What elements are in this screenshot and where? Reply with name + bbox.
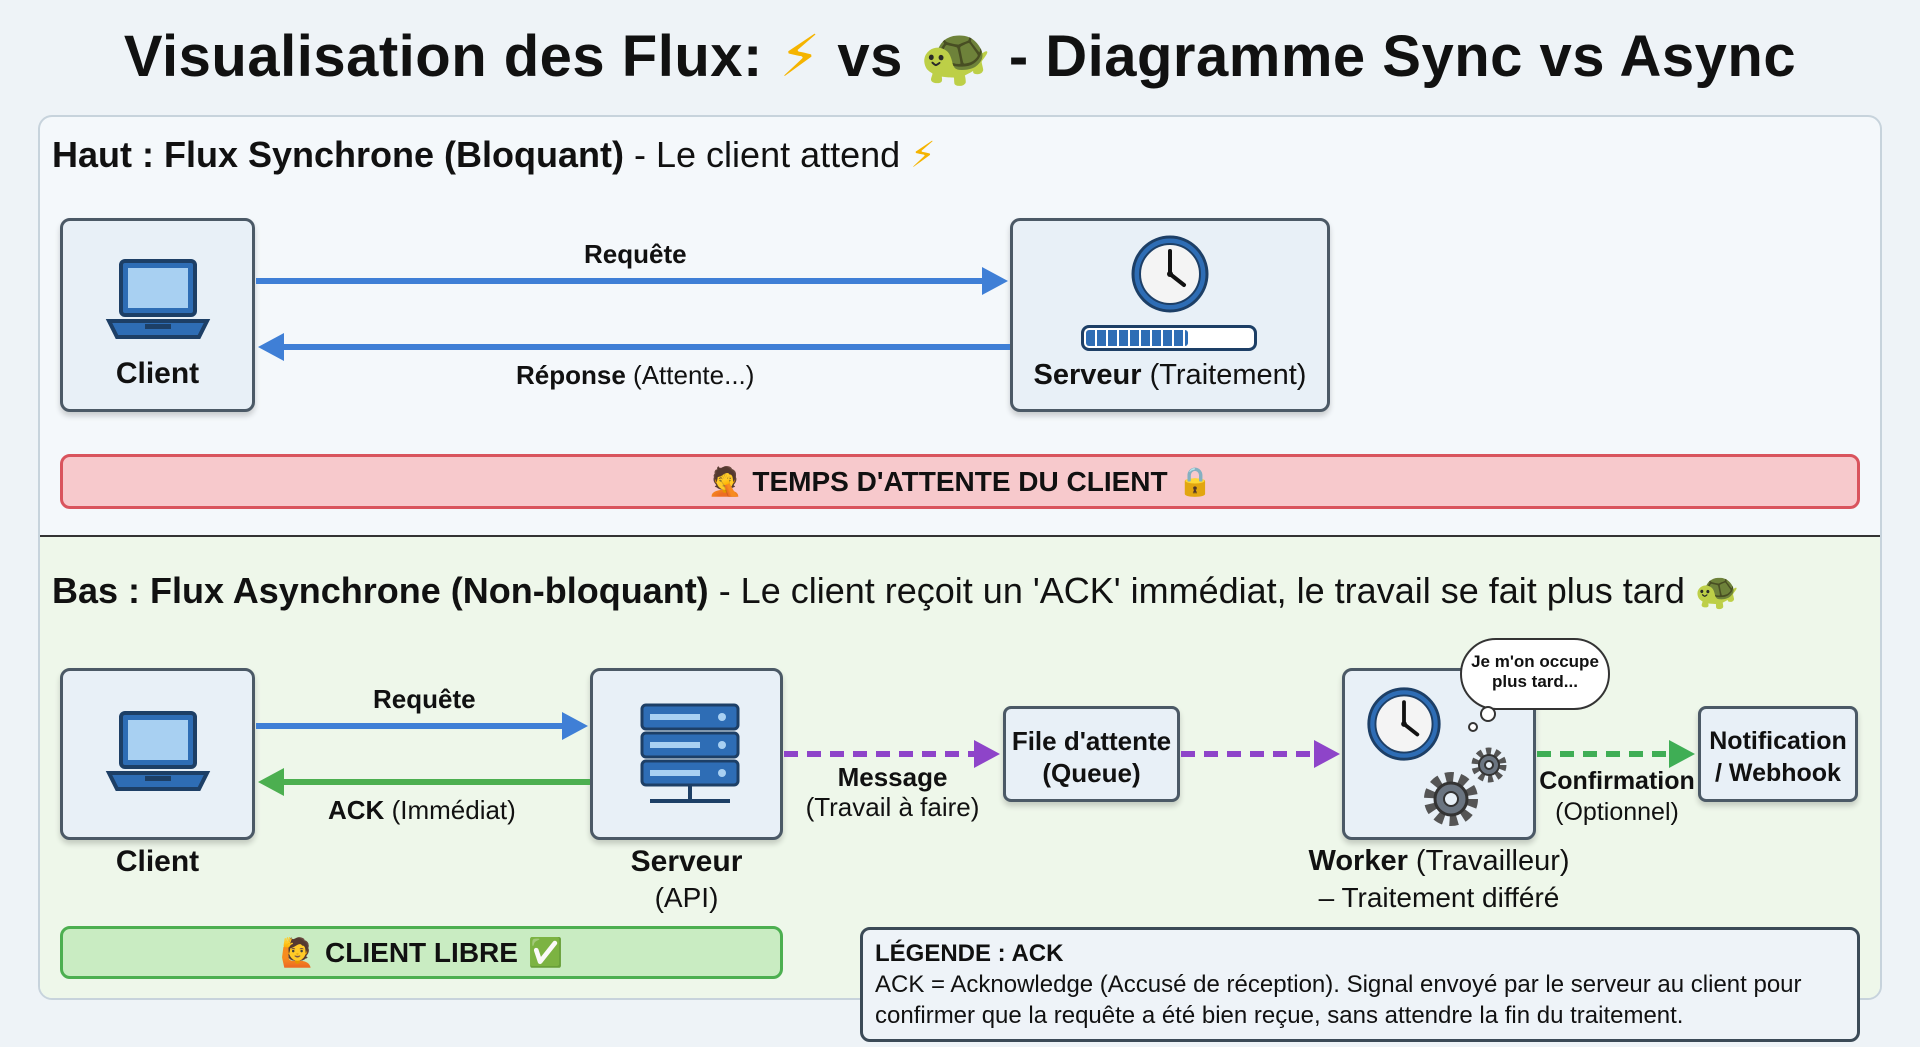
server-icon: [640, 703, 740, 803]
async-server-label: Serveur: [630, 845, 743, 878]
progress-bar-fill: [1086, 330, 1188, 346]
sync-client-label: Client: [115, 357, 200, 390]
async-request-label: Requête: [373, 684, 476, 714]
thought-bubble-dot: [1468, 722, 1478, 732]
legend-text: ACK = Acknowledge (Accusé de réception).…: [875, 971, 1802, 1029]
notification-node: Notification / Webhook: [1698, 706, 1858, 802]
async-section-background: [40, 537, 1880, 998]
client-wait-text: TEMPS D'ATTENTE DU CLIENT: [752, 465, 1168, 497]
person-raising-hand-icon: 🙋: [280, 936, 316, 969]
progress-bar: [1081, 325, 1257, 351]
facepalm-icon: 🤦: [707, 465, 743, 498]
async-client-label: Client: [115, 845, 200, 878]
async-server-node: [590, 668, 783, 840]
section-divider: [40, 535, 1880, 537]
message-label: Message (Travail à faire): [805, 762, 980, 822]
sync-title-rest: - Le client attend: [634, 134, 901, 175]
title-vs: vs: [837, 24, 903, 89]
thought-bubble-dot: [1480, 706, 1496, 722]
ack-label: ACK (Immédiat): [328, 795, 516, 825]
async-server-sublabel: (API): [654, 882, 719, 913]
checkmark-icon: ✅: [527, 936, 563, 969]
sync-server-label: Serveur (Traitement): [1033, 359, 1307, 391]
thought-line-2: plus tard...: [1492, 672, 1578, 691]
sync-client-node: Client: [60, 218, 255, 412]
request-arrowhead: [982, 267, 1008, 295]
async-section-title: Bas : Flux Asynchrone (Non-bloquant) - L…: [52, 570, 1740, 612]
response-arrowhead: [258, 333, 284, 361]
notification-label: Notification / Webhook: [1709, 727, 1847, 787]
sync-response-label: Réponse (Attente...): [516, 360, 755, 390]
title-text-2: - Diagramme Sync vs Async: [1008, 24, 1797, 89]
thought-line-1: Je m'on occupe: [1471, 652, 1599, 671]
sync-section-title: Haut : Flux Synchrone (Bloquant) - Le cl…: [52, 134, 935, 176]
worker-sublabel: – Traitement différé: [1318, 882, 1560, 913]
clock-icon: [1131, 235, 1209, 313]
sync-server-node: Serveur (Traitement): [1010, 218, 1330, 412]
legend-box: LÉGENDE : ACK ACK = Acknowledge (Accusé …: [860, 927, 1860, 1042]
title-text-1: Visualisation des Flux:: [123, 24, 763, 89]
client-wait-banner: 🤦 TEMPS D'ATTENTE DU CLIENT 🔒: [60, 454, 1860, 509]
laptop-icon: [105, 259, 211, 339]
page-title: Visualisation des Flux: ⚡ vs 🐢 - Diagram…: [0, 22, 1920, 91]
legend-title: LÉGENDE : ACK: [875, 940, 1064, 967]
queue-node: File d'attente (Queue): [1003, 706, 1180, 802]
async-title-rest: - Le client reçoit un 'ACK' immédiat, le…: [718, 570, 1685, 611]
lock-icon: 🔒: [1177, 465, 1213, 498]
clock-icon: [1367, 687, 1441, 761]
confirmation-label: Confirmation (Optionnel): [1539, 767, 1695, 826]
turtle-icon: 🐢: [919, 22, 993, 90]
gears-icon: [1424, 747, 1507, 826]
turtle-icon: 🐢: [1694, 571, 1740, 612]
ack-arrowhead: [258, 768, 284, 796]
worker-label: Worker (Travailleur): [1308, 845, 1570, 877]
lightning-icon: ⚡: [779, 22, 821, 90]
confirmation-arrowhead: [1669, 740, 1695, 768]
message-arrowhead: [974, 740, 1000, 768]
async-title-bold: Bas : Flux Asynchrone (Non-bloquant): [52, 570, 709, 611]
lightning-icon: ⚡: [910, 135, 936, 176]
client-free-text: CLIENT LIBRE: [325, 936, 518, 968]
diagram-panel: [38, 115, 1882, 1000]
sync-request-label: Requête: [584, 239, 687, 269]
sync-title-bold: Haut : Flux Synchrone (Bloquant): [52, 134, 624, 175]
queue-to-worker-arrowhead: [1314, 740, 1340, 768]
async-request-arrowhead: [562, 712, 588, 740]
client-free-banner: 🙋 CLIENT LIBRE ✅: [60, 926, 783, 979]
queue-label: File d'attente (Queue): [1011, 726, 1172, 788]
async-client-node: [60, 668, 255, 840]
laptop-icon: [105, 711, 211, 791]
thought-bubble: Je m'on occupe plus tard...: [1460, 638, 1610, 710]
